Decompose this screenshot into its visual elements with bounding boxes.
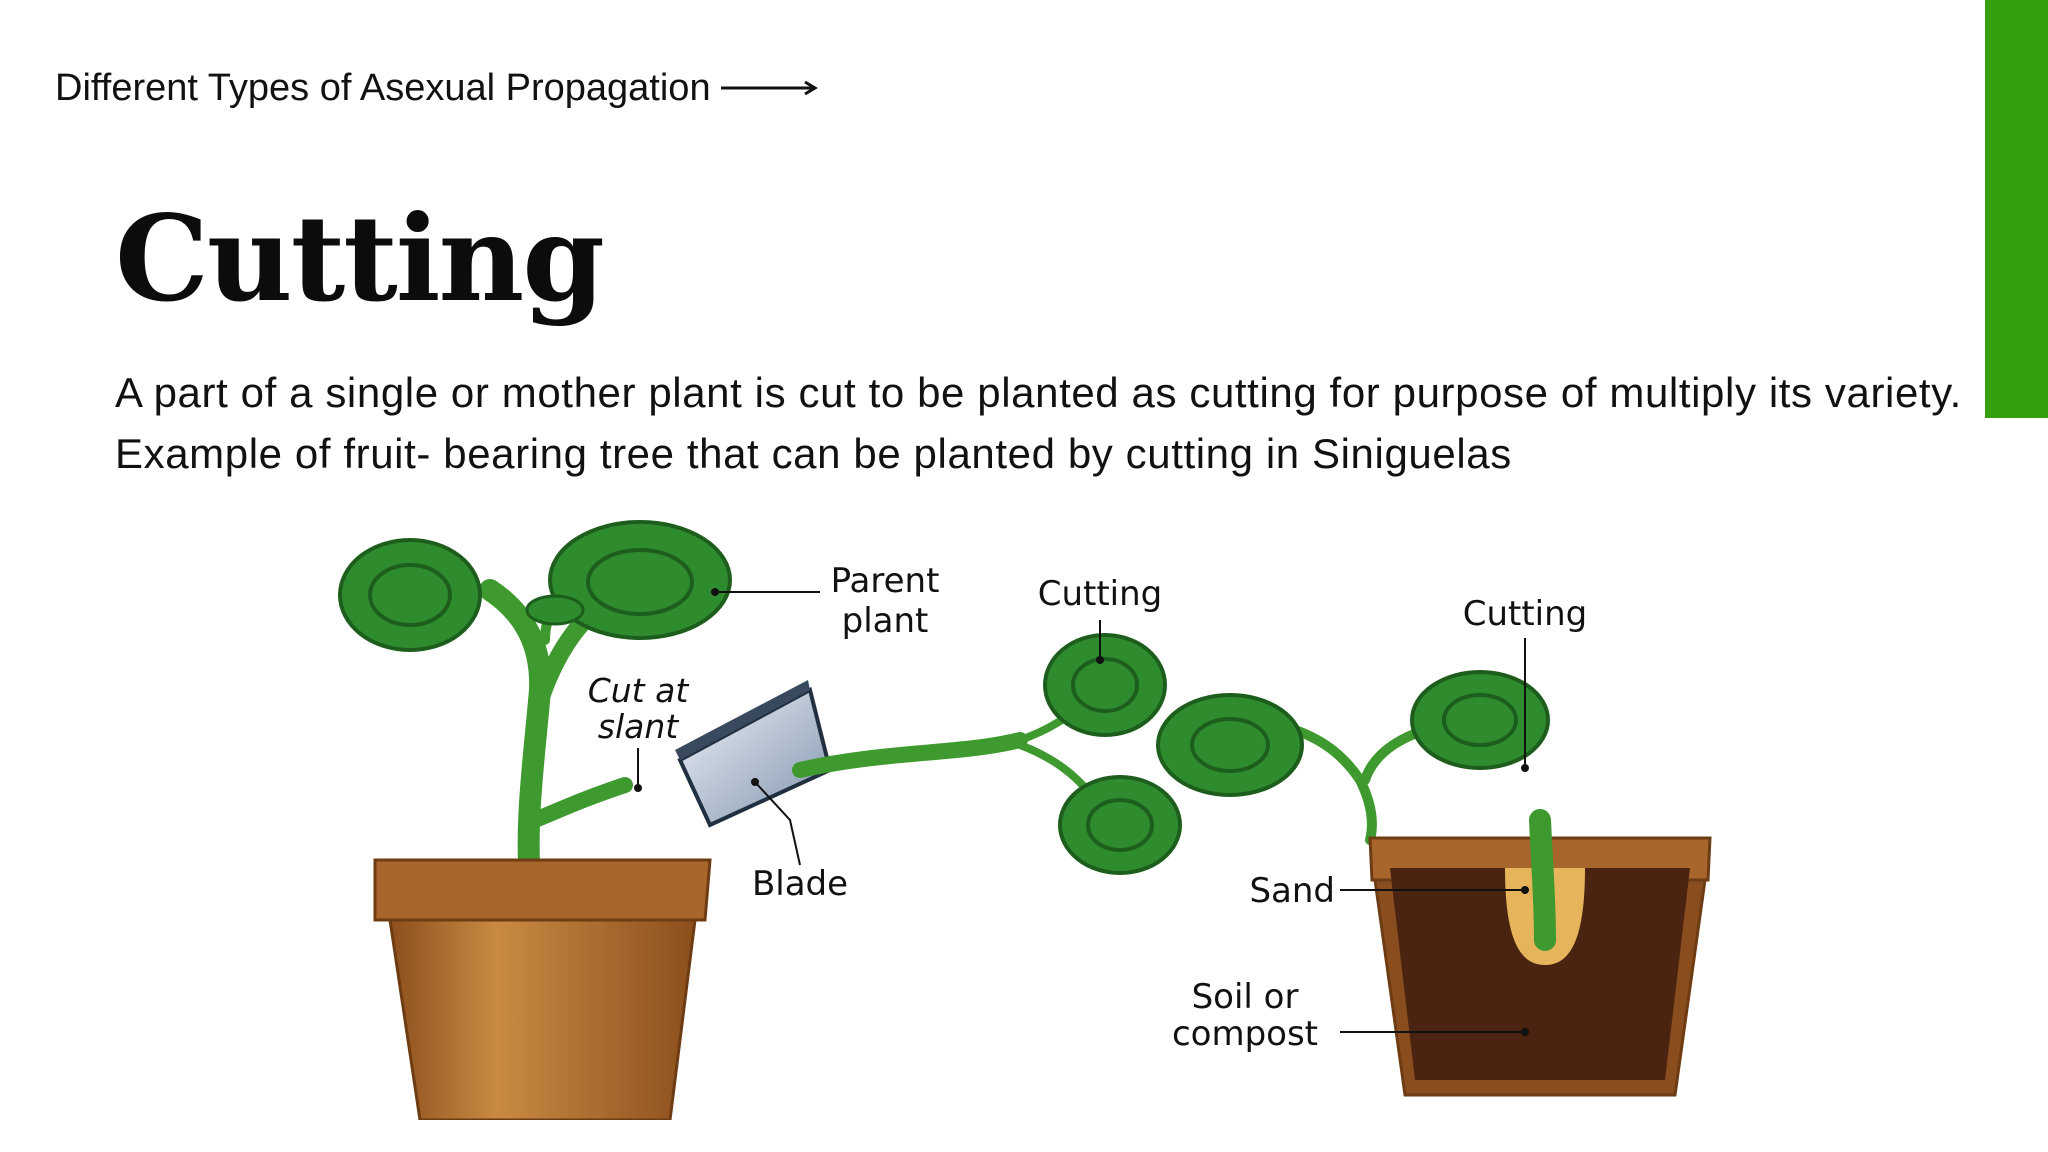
- leaf-top-right: [548, 520, 732, 640]
- label-sand: Sand: [1249, 871, 1335, 911]
- label-soil-line2: compost: [1172, 1014, 1318, 1054]
- label-parent-plant-line2: plant: [842, 601, 929, 641]
- label-soil-line1: Soil or: [1192, 977, 1299, 1017]
- label-cutting-detached: Cutting: [1038, 574, 1163, 614]
- breadcrumb: Different Types of Asexual Propagation: [55, 64, 819, 112]
- potted-cutting-illustration: [1156, 670, 1712, 1097]
- slide-description: A part of a single or mother plant is cu…: [115, 369, 1962, 477]
- long-right-arrow-icon: [720, 80, 818, 96]
- leaf-top-left: [338, 538, 482, 652]
- label-cutting-potted: Cutting: [1463, 594, 1588, 634]
- slide-title: Cutting: [115, 189, 605, 328]
- label-parent-plant-line1: Parent: [831, 561, 940, 601]
- detached-cutting-illustration: [792, 633, 1182, 875]
- label-cut-at-slant-line2: slant: [598, 707, 679, 746]
- cutting-diagram: Parent plant Cut at slant Blade Cutting …: [338, 520, 1712, 1120]
- label-blade: Blade: [752, 864, 848, 904]
- label-cut-at-slant-line1: Cut at: [588, 671, 690, 710]
- breadcrumb-label: Different Types of Asexual Propagation: [55, 66, 711, 109]
- leader-lines: [637, 591, 1526, 1033]
- parent-plant-illustration: [338, 520, 732, 1120]
- blade-illustration: [675, 680, 833, 828]
- accent-bar: [1985, 0, 2048, 418]
